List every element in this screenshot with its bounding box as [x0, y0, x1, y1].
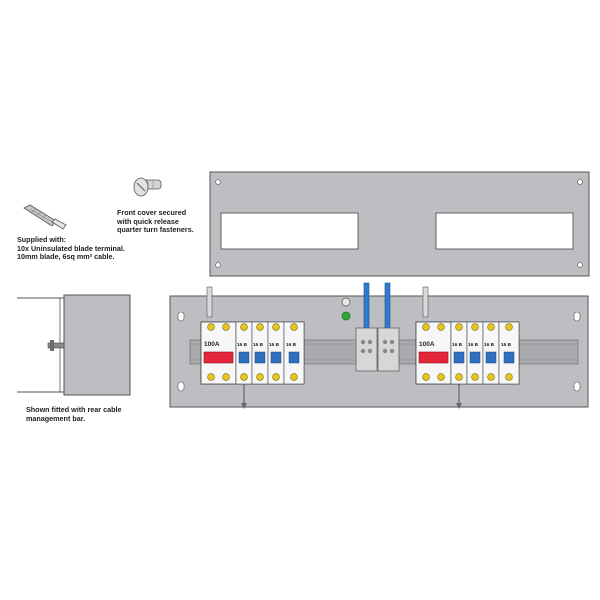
mcb-rating: 16 B [484, 342, 495, 348]
cable-bar-bolt [47, 342, 65, 349]
terminal-screws [207, 323, 298, 381]
fastener-hole [215, 262, 221, 268]
front-cover-panel [209, 171, 590, 277]
mounting-slot [573, 311, 581, 322]
caption-line: 10mm blade, 6sq mm² cable. [17, 252, 115, 262]
caption-supplied-with: Supplied with: 10x Uninsulated blade ter… [17, 235, 125, 262]
fastener-hole [577, 179, 583, 185]
right-board: 100A 16 B 16 B 16 B 16 B [415, 321, 520, 385]
main-switch-rating: 100A [204, 341, 220, 348]
mcb-rating: 16 B [286, 342, 297, 348]
caption-line: Shown fitted with rear cable [26, 405, 122, 414]
incoming-cable [363, 282, 370, 330]
mcb-toggle [485, 351, 497, 364]
mcb-toggle [270, 351, 282, 364]
cable-bar-nut [50, 340, 54, 351]
main-switch-rating: 100A [419, 341, 435, 348]
mcb-rating: 16 B [237, 342, 248, 348]
mounting-slot [177, 381, 185, 392]
cover-window [220, 212, 359, 250]
mcb-toggle [453, 351, 465, 364]
mcb-toggle [238, 351, 250, 364]
fastener-hole [577, 262, 583, 268]
caption-line: management bar. [26, 413, 86, 423]
indicator-bezel [341, 297, 351, 307]
caption-line: Front cover secured [117, 208, 187, 217]
mcb-rating: 16 B [452, 342, 463, 348]
caption-line: Supplied with: [17, 235, 67, 244]
earth-post [206, 286, 213, 318]
mcb: 16 B [251, 321, 269, 385]
mounting-slot [177, 311, 185, 322]
mcb-rating: 16 B [468, 342, 479, 348]
mcb: 16 B [498, 321, 520, 385]
main-switch-toggle [203, 351, 234, 364]
caption-line: quarter turn fasteners. [117, 225, 194, 235]
caption-front-cover: Front cover secured with quick release q… [117, 208, 194, 235]
connector-block [355, 327, 400, 372]
caption-rear-bar: Shown fitted with rear cable management … [26, 405, 122, 423]
mcb-toggle [469, 351, 481, 364]
indicator-lamp [341, 311, 351, 321]
side-view [17, 294, 131, 396]
left-board: 100A 16 B 16 B 16 B 16 B [200, 321, 305, 385]
mcb-rating: 16 B [269, 342, 280, 348]
earth-post [422, 286, 429, 318]
mcb-toggle [503, 351, 515, 364]
mounting-slot [573, 381, 581, 392]
fastener-hole [215, 179, 221, 185]
incoming-cable [384, 282, 391, 330]
main-switch-toggle [418, 351, 449, 364]
mcb: 16 B [283, 321, 305, 385]
blade-terminal-icon [23, 204, 67, 230]
cover-window [435, 212, 574, 250]
mcb-rating: 16 B [501, 342, 512, 348]
caption-line: with quick release [117, 216, 179, 226]
mcb-rating: 16 B [253, 342, 264, 348]
caption-line: 10x Uninsulated blade terminal. [17, 243, 125, 253]
terminal-screws [422, 323, 513, 381]
mcb-toggle [288, 351, 300, 364]
fastener-icon [133, 177, 162, 197]
mcb-toggle [254, 351, 266, 364]
